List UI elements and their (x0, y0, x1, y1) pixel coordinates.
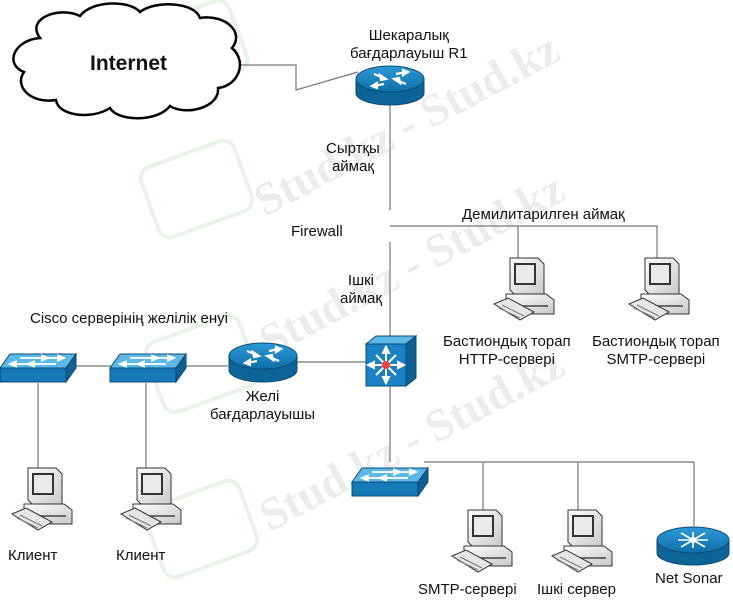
internet-label: Internet (90, 52, 168, 75)
workstation-icon (120, 467, 182, 531)
switch-icon (109, 353, 187, 383)
router-icon (354, 64, 426, 107)
router-icon (227, 341, 299, 384)
bastion-smtp-label-line1: Бастиондық торап (592, 333, 720, 350)
switch-icon (351, 467, 429, 497)
bastion-http-label-line2: HTTP-сервері (458, 351, 555, 368)
workstation-icon (628, 257, 690, 321)
smtp-server-label: SMTP-сервері (418, 581, 517, 598)
workstation-icon (551, 509, 613, 573)
outer-zone-label-line2: аймақ (331, 158, 374, 175)
multilayer-switch-icon (364, 334, 418, 388)
bastion-smtp-label: Бастиондық торап SMTP-сервері (592, 333, 720, 369)
border-router-label-line1: Шекаралық (368, 27, 449, 44)
border-router-label: Шекаралық бағдарлауыш R1 (350, 27, 468, 63)
bastion-http-label-line1: Бастиондық торап (443, 333, 571, 350)
bastion-http-label: Бастиондық торап HTTP-сервері (443, 333, 571, 369)
link-server-bus (424, 461, 695, 526)
bastion-smtp-label-line2: SMTP-сервері (606, 351, 706, 368)
workstation-icon (11, 467, 73, 531)
inner-zone-label-line2: аймақ (340, 290, 382, 307)
link-dmz-bus (390, 225, 658, 262)
net-router-label-line1: Желі (245, 388, 280, 405)
net-router-label-line2: бағдарлауышы (210, 406, 316, 423)
link-internet-router (237, 64, 359, 91)
firewall-label: Firewall (291, 223, 343, 240)
cloud-icon (12, 2, 242, 120)
net-sonar-label: Net Sonar (655, 570, 723, 587)
border-router-label-line2: бағдарлауыш R1 (350, 45, 468, 62)
outer-zone-label-line1: Сыртқы (326, 140, 380, 157)
client1-label: Клиент (8, 547, 58, 564)
router-icon (656, 526, 730, 566)
connection-lines (37, 64, 695, 526)
workstation-icon (451, 509, 513, 573)
dmz-label: Демилитарилген аймақ (462, 206, 625, 223)
inner-zone-label-line1: Ішкі (347, 272, 375, 289)
net-router-label: Желі бағдарлауышы (210, 388, 315, 424)
workstation-icon (493, 257, 555, 321)
cisco-entry-label: Cisco серверінің желілік енуі (30, 310, 228, 327)
switch-icon (0, 353, 77, 383)
outer-zone-label: Сыртқы аймақ (326, 140, 380, 176)
inner-server-label: Ішкі сервер (537, 581, 616, 598)
client2-label: Клиент (116, 547, 166, 564)
inner-zone-label: Ішкі аймақ (340, 272, 382, 308)
